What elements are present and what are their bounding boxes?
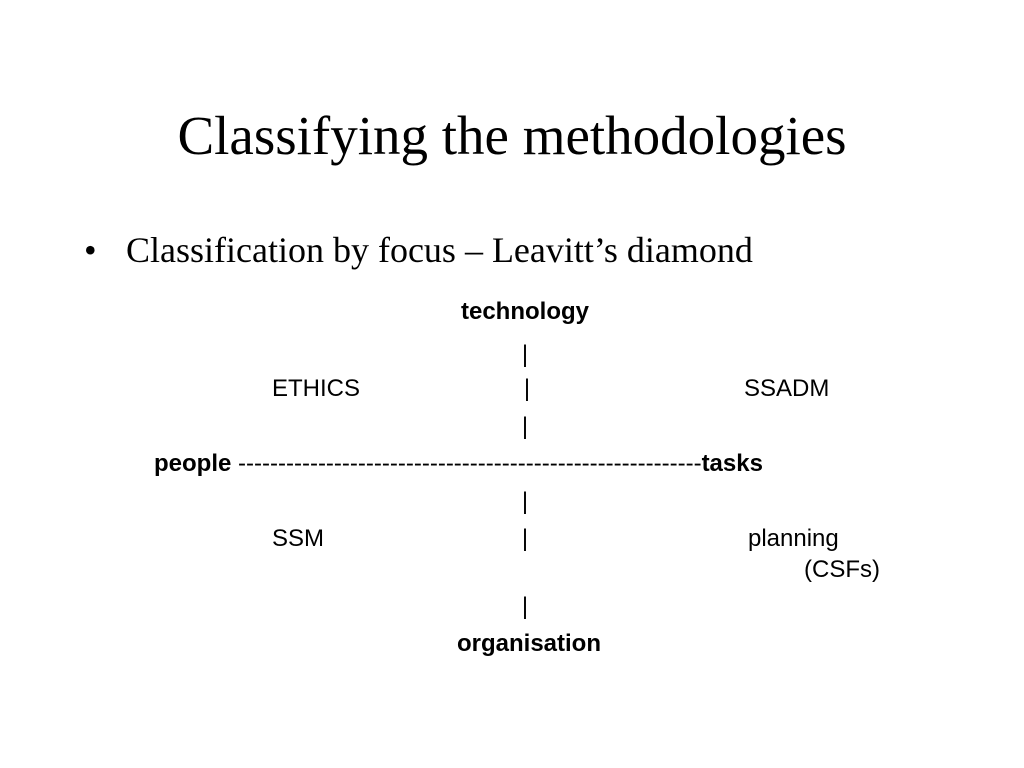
horizontal-connector: ----------------------------------------… [238,450,702,477]
quadrant-ethics: ETHICS [272,375,361,402]
horizontal-axis: people ---------------------------------… [154,450,763,478]
bullet-item: • Classification by focus – Leavitt’s dia… [84,222,753,278]
node-people: people [154,450,232,477]
quadrant-ssm: SSM [272,525,325,552]
slide-title: Classifying the methodologies [177,105,847,166]
vertical-connector-5: | [521,525,529,552]
vertical-connector-3: | [521,413,529,440]
quadrant-csfs: (CSFs) [804,556,880,583]
node-organisation: organisation [456,630,602,657]
vertical-connector-4: | [521,488,529,515]
quadrant-ssadm: SSADM [744,375,830,402]
node-tasks: tasks [701,450,763,477]
vertical-connector-1: | [521,341,529,368]
vertical-connector-2: | [523,375,531,402]
quadrant-planning: planning [748,525,839,552]
vertical-connector-6: | [521,593,529,620]
bullet-icon: • [84,230,97,270]
node-technology: technology [460,298,590,325]
bullet-text: Classification by focus – Leavitt’s diam… [126,230,753,270]
